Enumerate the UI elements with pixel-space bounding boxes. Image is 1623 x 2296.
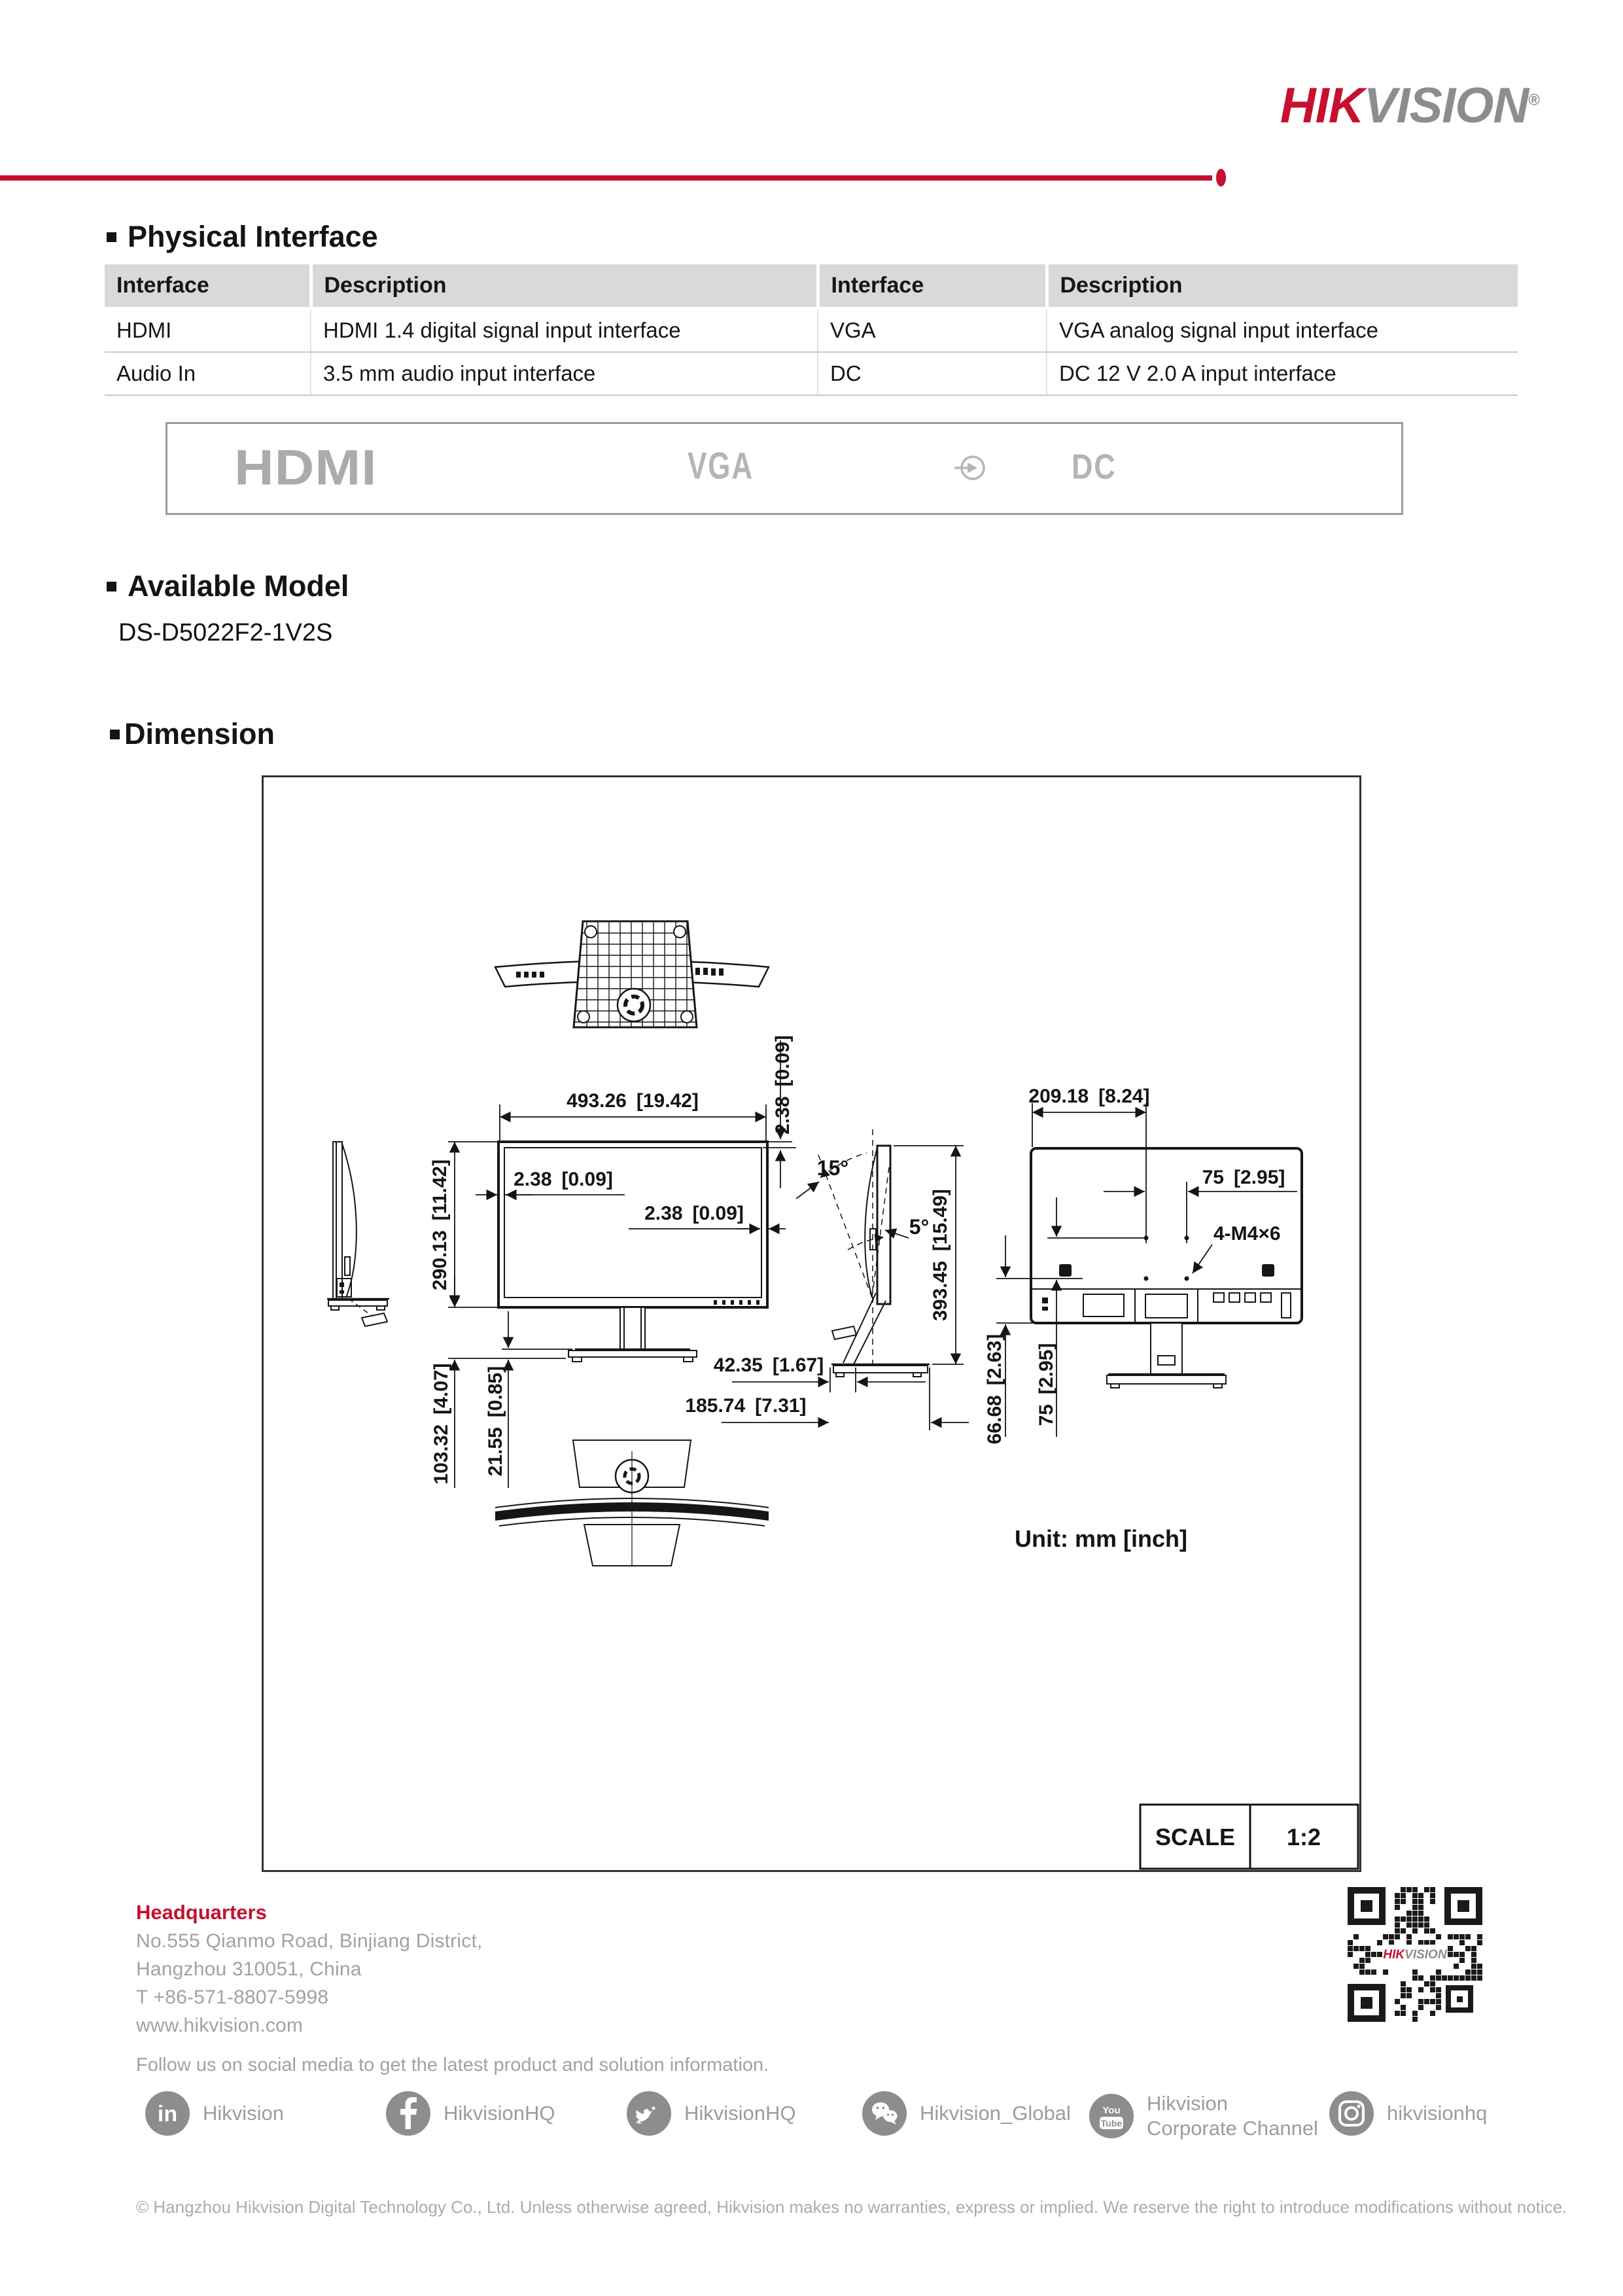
interface-table: Interface Description Interface Descript… <box>105 264 1518 396</box>
model-number: DS-D5022F2-1V2S <box>118 619 333 646</box>
logo-vision: VISION <box>1363 78 1529 133</box>
dimension-drawing: 493.26 [19.42] 290.13 [11.42] 103.32 [4.… <box>327 920 1359 1870</box>
cell-audio: Audio In <box>105 352 311 396</box>
cell-vga-desc: VGA analog signal input interface <box>1047 308 1518 353</box>
phone-number: T +86-571-8807-5998 <box>136 1987 329 2008</box>
qr-code: HIKVISION <box>1342 1882 1488 2028</box>
table-row: HDMI HDMI 1.4 digital signal input inter… <box>105 308 1518 353</box>
website-link[interactable]: www.hikvision.com <box>136 2015 304 2036</box>
dim-bezel-right: 2.38 [0.09] <box>644 1203 744 1224</box>
dim-vesa-h: 75 [2.95] <box>1202 1167 1285 1188</box>
scale-block: SCALE 1:2 <box>1139 1803 1359 1870</box>
dimension-title: Dimension <box>124 717 275 751</box>
bullet-square-icon <box>107 232 116 242</box>
social-facebook[interactable]: HikvisionHQ <box>386 2091 555 2136</box>
vga-logo-text: VGA <box>688 446 754 487</box>
dimension-lines <box>448 1040 1297 1488</box>
dimension-drawing-box: 493.26 [19.42] 290.13 [11.42] 103.32 [4.… <box>262 775 1361 1872</box>
svg-text:in: in <box>158 2102 177 2127</box>
scale-value: 1:2 <box>1287 1824 1321 1850</box>
dc-logo-text: DC <box>1072 447 1117 487</box>
connector-logo-strip: HDMI VGA DC <box>166 422 1403 515</box>
headquarters-title: Headquarters <box>136 1901 267 1924</box>
unit-note: Unit: mm [inch] <box>1015 1525 1187 1552</box>
youtube-icon: You Tube <box>1089 2094 1134 2138</box>
social-label: HikvisionHQ <box>684 2102 796 2125</box>
table-row: Audio In 3.5 mm audio input interface DC… <box>105 352 1518 396</box>
svg-text:You: You <box>1102 2105 1120 2116</box>
header-interface-1: Interface <box>105 264 313 309</box>
dim-screen-height: 290.13 [11.42] <box>429 1159 451 1290</box>
facebook-icon <box>386 2091 430 2136</box>
side-view-left <box>327 1141 389 1328</box>
dim-top-bezel: 2.38 [0.09] <box>772 1035 794 1135</box>
qr-center-label-bg <box>1383 1945 1447 1964</box>
section-dimension: Dimension <box>110 717 275 751</box>
dim-stand-depth: 42.35 [1.67] <box>714 1354 824 1376</box>
bottom-view <box>495 1439 769 1566</box>
dim-screw-spec: 4-M4×6 <box>1213 1223 1281 1245</box>
social-wechat[interactable]: Hikvision_Global <box>862 2091 1071 2136</box>
dim-tilt-forward: 5° <box>909 1215 930 1239</box>
section-available-model: Available Model <box>107 569 349 603</box>
logo-hik: HIK <box>1280 78 1365 133</box>
dim-total-height: 393.45 [15.49] <box>930 1189 951 1321</box>
dc-input-icon <box>954 455 985 480</box>
address-line-2: Hangzhou 310051, China <box>136 1958 362 1980</box>
dim-bezel-left: 2.38 [0.09] <box>514 1169 613 1190</box>
svg-text:HDMI: HDMI <box>234 441 377 495</box>
cell-dc-desc: DC 12 V 2.0 A input interface <box>1047 352 1518 396</box>
social-twitter[interactable]: HikvisionHQ <box>627 2091 796 2136</box>
cell-audio-desc: 3.5 mm audio input interface <box>311 352 818 396</box>
copyright-text: © Hangzhou Hikvision Digital Technology … <box>136 2197 1567 2217</box>
dim-rear-width: 209.18 [8.24] <box>1028 1086 1149 1107</box>
linkedin-icon: in <box>145 2091 190 2136</box>
dim-base-depth: 185.74 [7.31] <box>685 1395 806 1417</box>
bullet-square-icon <box>107 581 116 592</box>
cell-vga: VGA <box>818 308 1047 353</box>
hdmi-logo-icon: HDMI <box>234 441 377 495</box>
cell-hdmi: HDMI <box>105 308 311 353</box>
section-physical-interface: Physical Interface <box>107 220 378 254</box>
table-header-row: Interface Description Interface Descript… <box>105 264 1518 309</box>
social-instagram[interactable]: hikvisionhq <box>1329 2091 1487 2136</box>
cell-dc: DC <box>818 352 1047 396</box>
follow-us-text: Follow us on social media to get the lat… <box>136 2055 769 2075</box>
dim-front-width: 493.26 [19.42] <box>567 1090 699 1112</box>
top-view <box>494 920 770 1029</box>
svg-text:Tube: Tube <box>1101 2118 1123 2128</box>
bullet-square-icon <box>110 729 120 739</box>
cell-hdmi-desc: HDMI 1.4 digital signal input interface <box>311 308 818 353</box>
dim-vesa-v: 75 [2.95] <box>1036 1343 1057 1426</box>
red-divider-dot <box>1216 169 1226 186</box>
available-model-title: Available Model <box>128 569 349 603</box>
physical-interface-title: Physical Interface <box>128 220 378 253</box>
red-divider-line <box>0 175 1212 181</box>
header-interface-2: Interface <box>818 264 1049 309</box>
wechat-icon <box>862 2091 907 2136</box>
scale-label: SCALE <box>1155 1824 1235 1850</box>
qr-center-label: HIKVISION <box>1383 1948 1447 1962</box>
header-description-1: Description <box>311 264 820 309</box>
social-linkedin[interactable]: in Hikvision <box>145 2091 284 2136</box>
social-label: hikvisionhq <box>1387 2102 1488 2125</box>
dim-stand-height: 103.32 [4.07] <box>430 1363 452 1484</box>
twitter-icon <box>627 2091 671 2136</box>
social-label: HikvisionHQ <box>444 2102 555 2125</box>
dim-vesa-offset: 66.68 [2.63] <box>984 1334 1005 1444</box>
social-label: Hikvision <box>203 2102 285 2125</box>
dim-base-thickness: 21.55 [0.85] <box>485 1366 506 1476</box>
front-view <box>497 1140 769 1362</box>
side-view-tilt <box>795 1129 930 1377</box>
social-label: Hikvision_Global <box>920 2102 1071 2125</box>
address-line-1: No.555 Qianmo Road, Binjiang District, <box>136 1930 483 1952</box>
hikvision-logo: HIKVISION® <box>1280 77 1540 134</box>
dim-tilt-back: 15° <box>817 1156 848 1180</box>
registered-mark: ® <box>1528 91 1540 109</box>
header-description-2: Description <box>1047 264 1518 309</box>
instagram-icon <box>1329 2091 1374 2136</box>
